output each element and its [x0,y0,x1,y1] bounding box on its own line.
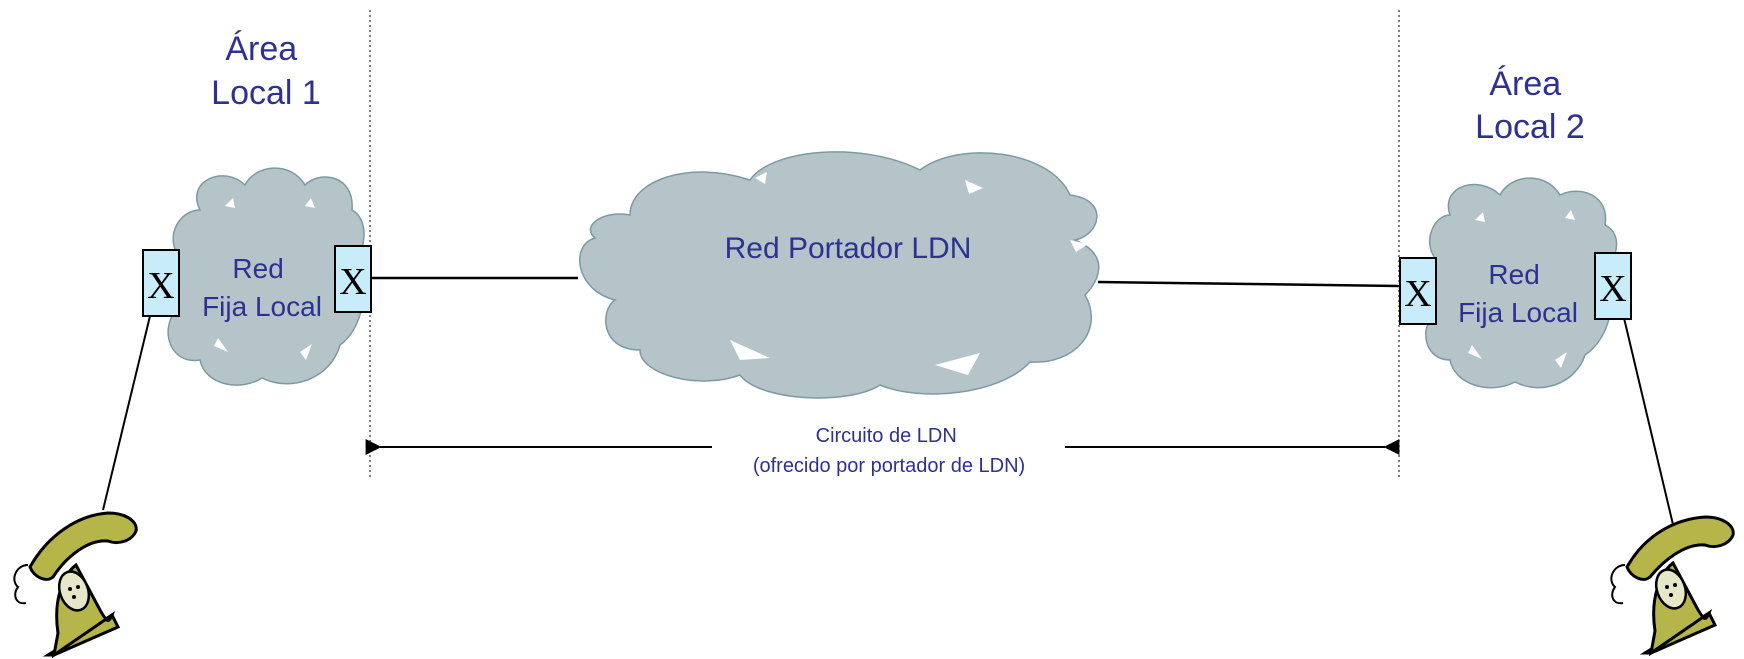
switch-left-inner: X [334,245,372,313]
link-phone-left [102,315,151,511]
svg-text:X: X [1404,273,1431,315]
svg-text:X: X [147,265,174,307]
switch-right-inner: X [1399,257,1437,325]
link-carrier-to-local2 [1097,280,1402,288]
svg-text:X: X [339,261,366,303]
telephone-icon [1610,515,1735,657]
switch-left-outer: X [142,249,180,317]
telephone-icon [13,511,138,659]
svg-text:X: X [1599,268,1626,310]
carrier-network-label: Red Portador LDN [725,232,972,265]
circuit-label: Circuito de LDN (ofrecido por portador d… [753,425,1025,477]
area-left-title: Área Local 1 [211,30,321,112]
link-phone-right [1623,317,1676,534]
local-network-left-label: Red Fija Local [202,253,322,322]
carrier-network-cloud [579,151,1100,399]
local-network-right-label: Red Fija Local [1458,259,1578,328]
area-right-title: Área Local 2 [1475,65,1585,146]
switch-right-outer: X [1594,252,1632,320]
